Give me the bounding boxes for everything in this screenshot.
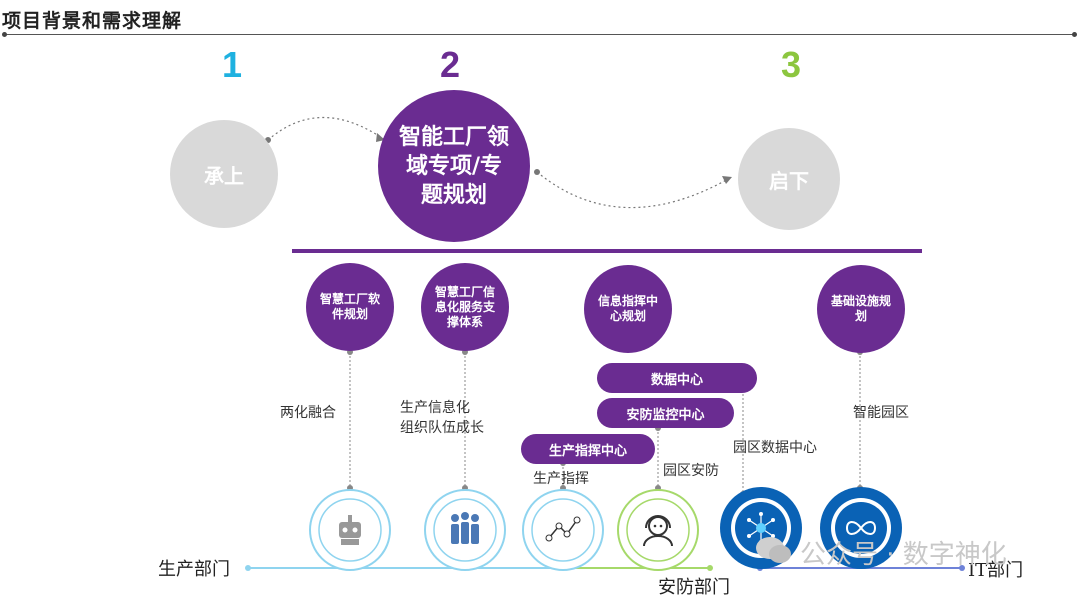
dept-it: IT部门 xyxy=(968,560,1024,581)
dept-production: 生产部门 xyxy=(158,559,230,580)
step-number-2: 2 xyxy=(440,44,461,85)
label-liang-hua: 两化融合 xyxy=(280,405,336,421)
infinity-icon xyxy=(819,486,903,574)
step-number-3: 3 xyxy=(781,44,802,85)
node-qi-xia-label: 启下 xyxy=(769,168,809,193)
category-label: 信息指挥中心规划 xyxy=(597,294,658,323)
wechat-icon xyxy=(754,532,794,570)
label-smart-park: 智能园区 xyxy=(853,405,909,421)
pill-data-center: 数据中心 xyxy=(597,363,757,393)
node-center-topic: 智能工厂领域专项/专题规划 xyxy=(378,90,530,242)
arc-right-connector xyxy=(536,171,731,209)
divider-start-dot xyxy=(2,32,7,37)
pill-security-center: 安防监控中心 xyxy=(597,398,734,428)
category-divider xyxy=(292,249,922,253)
divider-end-dot xyxy=(1072,32,1077,37)
category-software-planning: 智慧工厂软件规划 xyxy=(306,263,394,351)
category-label: 基础设施规划 xyxy=(830,294,891,323)
category-label: 智慧工厂软件规划 xyxy=(319,292,380,321)
label-park-datacenter: 园区数据中心 xyxy=(733,440,817,456)
category-label: 智慧工厂信息化服务支撑体系 xyxy=(434,284,495,329)
arc-left-connector xyxy=(267,116,386,141)
node-qi-xia: 启下 xyxy=(738,128,840,230)
label-production-command: 生产指挥 xyxy=(533,471,589,487)
dept-security: 安防部门 xyxy=(658,577,730,598)
category-it-support: 智慧工厂信息化服务支撑体系 xyxy=(421,263,509,351)
team-icon xyxy=(423,488,507,576)
category-infrastructure: 基础设施规划 xyxy=(817,265,905,353)
node-center-label: 智能工厂领域专项/专题规划 xyxy=(399,124,510,208)
node-cheng-shang-label: 承上 xyxy=(204,163,244,188)
robot-icon xyxy=(308,488,392,576)
network-chart-icon xyxy=(521,488,605,576)
page-title: 项目背景和需求理解 xyxy=(2,10,183,32)
label-team-growth: 组织队伍成长 xyxy=(400,420,484,436)
category-command-center: 信息指挥中心规划 xyxy=(584,265,672,353)
header-divider xyxy=(4,34,1076,35)
support-agent-icon xyxy=(616,488,700,576)
node-cheng-shang: 承上 xyxy=(170,120,278,228)
pill-production-center: 生产指挥中心 xyxy=(521,434,655,464)
step-number-1: 1 xyxy=(222,44,243,85)
watermark-text: 公众号 · 数字神化 xyxy=(800,540,1007,570)
label-production-it: 生产信息化 xyxy=(400,400,470,416)
label-park-security: 园区安防 xyxy=(663,463,719,479)
